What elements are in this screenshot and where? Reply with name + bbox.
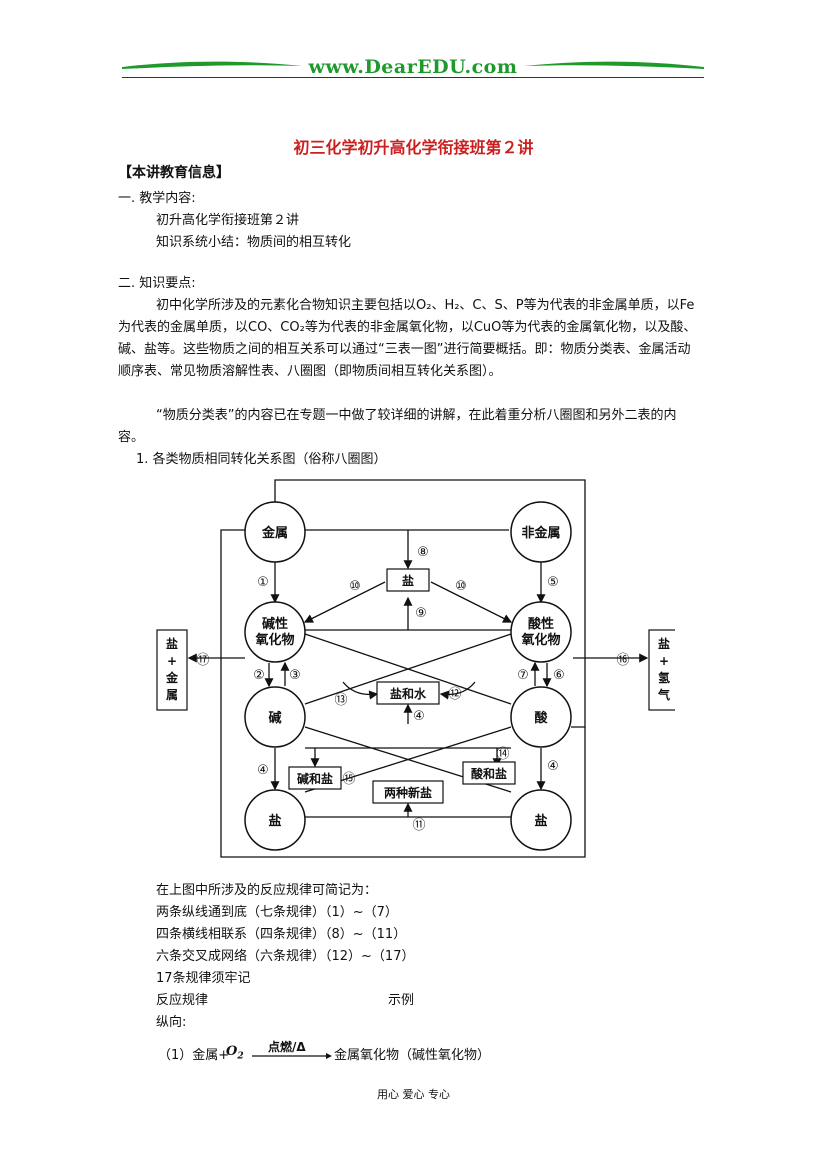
- box-salt-water-label: 盐和水: [390, 686, 427, 701]
- num-16: ⑯: [616, 653, 629, 668]
- box-two-salts: [372, 780, 444, 804]
- rule-4: 17条规律须牢记: [156, 971, 251, 986]
- eq-o2: O2: [226, 1044, 244, 1062]
- page-title: 初三化学初升高化学衔接班第２讲: [293, 138, 534, 157]
- num-10-right: ⑩: [455, 579, 467, 594]
- box-side-left: [156, 629, 188, 711]
- node-metal: [244, 501, 306, 563]
- label-basic-oxide-1: 碱性: [262, 616, 288, 632]
- eq-arrow: [252, 1053, 332, 1059]
- num-4-left: ④: [257, 763, 269, 778]
- num-10-left: ⑩: [349, 579, 361, 594]
- side-left-char-4: 属: [166, 688, 178, 702]
- arrow-10-left: [303, 581, 386, 623]
- arrow-12: [439, 681, 476, 700]
- eight-circle-diagram: 金属 非金属 碱性 氧化物 酸性 氧化物 碱 酸 盐 盐: [155, 472, 680, 862]
- side-right-char-3: 氢: [658, 670, 670, 685]
- loop-outer: [220, 529, 586, 858]
- content-line-1: 初升高化学衔接班第２讲: [156, 213, 300, 228]
- label-basic-oxide-2: 氧化物: [254, 632, 294, 648]
- box-side-right: [648, 629, 680, 711]
- rules-intro: 在上图中所涉及的反应规律可简记为：: [156, 883, 378, 898]
- vertical-label: 纵向:: [156, 1015, 187, 1030]
- label-acidic-oxide-2: 氧化物: [520, 632, 560, 648]
- box-two-salts-label: 两种新盐: [384, 785, 432, 800]
- node-salt-right: [510, 789, 572, 851]
- node-acidic-oxide: [510, 601, 572, 663]
- num-1: ①: [257, 575, 269, 590]
- node-basic-oxide: [244, 601, 306, 663]
- loop-top: [274, 479, 586, 728]
- num-13: ⑬: [334, 693, 347, 708]
- label-salt-right: 盐: [534, 813, 547, 829]
- num-3: ③: [289, 668, 301, 683]
- num-2: ②: [253, 668, 265, 683]
- side-left-char-1: 盐: [166, 636, 178, 651]
- subheading-eight-circle: 1. 各类物质相同转化关系图（俗称八圈图）: [136, 452, 387, 467]
- col-header-rule: 反应规律: [156, 993, 209, 1008]
- green-swoosh-left: [122, 61, 302, 69]
- num-17: ⑰: [196, 653, 209, 668]
- side-left-char-3: 金: [165, 670, 179, 685]
- content-line-2: 知识系统小结：物质间的相互转化: [156, 235, 352, 250]
- box-base-salt: [288, 766, 342, 790]
- node-base: [244, 686, 306, 748]
- label-base: 碱: [268, 710, 281, 726]
- num-5: ⑤: [547, 575, 559, 590]
- side-right-char-1: 盐: [658, 636, 670, 651]
- eq-o2-symbol: O: [226, 1044, 238, 1059]
- box-salt-water: [376, 681, 440, 705]
- box-salt-top-label: 盐: [402, 573, 414, 588]
- eq-result: 金属氧化物（碱性氧化物）: [334, 1048, 491, 1063]
- num-4-mid: ④: [413, 709, 425, 724]
- eq-condition: 点燃/Δ: [268, 1040, 306, 1054]
- rule-1: 两条纵线通到底（七条规律）（1）~（7）: [156, 905, 398, 920]
- equation-1: （1）金属+ O2 点燃/Δ 金属氧化物（碱性氧化物）: [158, 1040, 578, 1066]
- side-left-char-2: +: [167, 654, 177, 668]
- green-swoosh-right: [524, 61, 704, 69]
- node-acid: [510, 686, 572, 748]
- side-right-char-4: 气: [657, 687, 670, 702]
- item-key-points: 二. 知识要点:: [118, 276, 196, 291]
- site-header: www.DearEDU.com: [122, 50, 704, 82]
- arrow-13: [342, 681, 379, 700]
- num-4-right: ④: [547, 759, 559, 774]
- brand-url[interactable]: www.DearEDU.com: [308, 56, 518, 78]
- box-acid-salt-label: 酸和盐: [471, 766, 507, 781]
- eq-prefix: （1）金属+: [158, 1048, 230, 1063]
- arrow-10-right: [430, 581, 513, 623]
- label-acid: 酸: [534, 710, 548, 726]
- eq-o2-subscript: 2: [237, 1051, 244, 1062]
- side-right-char-2: +: [659, 654, 669, 668]
- header-rule: [122, 77, 704, 78]
- label-nonmetal: 非金属: [521, 525, 560, 541]
- cross-acidicoxide-base: [304, 633, 512, 705]
- paragraph-1: 初中化学所涉及的元素化合物知识主要包括以O₂、H₂、C、S、P等为代表的非金属单…: [118, 298, 697, 379]
- label-acidic-oxide-1: 酸性: [528, 616, 554, 632]
- num-6: ⑥: [553, 668, 565, 683]
- num-12: ⑫: [448, 687, 461, 702]
- node-nonmetal: [510, 501, 572, 563]
- num-14: ⑭: [496, 747, 509, 762]
- label-metal: 金属: [261, 525, 288, 541]
- num-9: ⑨: [415, 606, 427, 621]
- diagram-svg: 金属 非金属 碱性 氧化物 酸性 氧化物 碱 酸 盐 盐: [156, 479, 680, 858]
- num-7: ⑦: [517, 668, 529, 683]
- col-header-example: 示例: [388, 993, 415, 1008]
- footer-motto: 用心 爱心 专心: [377, 1088, 450, 1101]
- num-8: ⑧: [417, 545, 429, 560]
- paragraph-2: “物质分类表”的内容已在专题一中做了较详细的讲解，在此着重分析八圈图和另外二表的…: [118, 408, 677, 445]
- label-salt-left: 盐: [268, 813, 281, 829]
- rule-3: 六条交叉成网络（六条规律）（12）~（17）: [156, 949, 415, 964]
- box-base-salt-label: 碱和盐: [297, 771, 333, 786]
- num-11: ⑪: [412, 818, 425, 833]
- num-15: ⑮: [342, 772, 355, 787]
- box-salt-top: [386, 568, 430, 592]
- item-teaching-content: 一. 教学内容:: [118, 191, 196, 206]
- section-heading: 【本讲教育信息】: [118, 165, 230, 181]
- node-salt-left: [244, 789, 306, 851]
- rule-2: 四条横线相联系（四条规律）（8）~（11）: [156, 927, 407, 942]
- box-acid-salt: [462, 761, 516, 785]
